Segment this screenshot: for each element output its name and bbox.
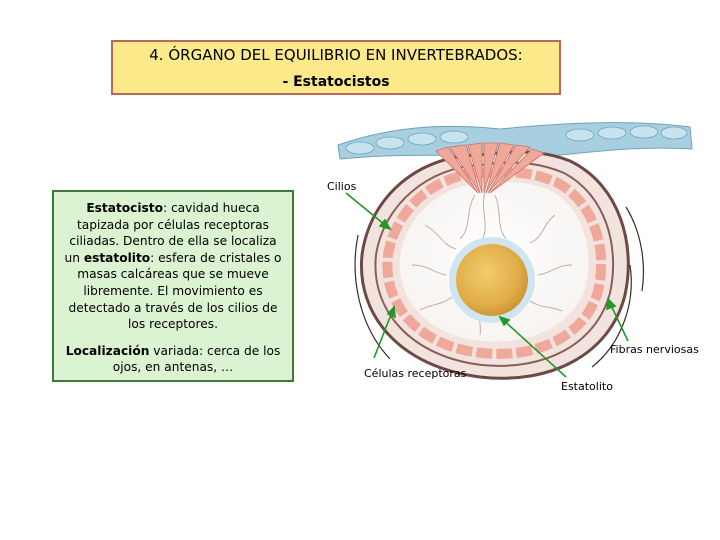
slide-title: 4. ÓRGANO DEL EQUILIBRIO EN INVERTEBRADO… [113, 46, 559, 64]
term-estatocisto: Estatocisto [86, 201, 163, 215]
label-estatolito: Estatolito [561, 380, 613, 393]
label-celulas-receptoras: Células receptoras [364, 367, 466, 380]
definition-paragraph: Estatocisto: cavidad hueca tapizada por … [60, 200, 286, 333]
term-localizacion: Localización [66, 344, 150, 358]
slide-subtitle: - Estatocistos [113, 74, 559, 90]
label-fibras-nerviosas: Fibras nerviosas [610, 343, 699, 356]
title-box: 4. ÓRGANO DEL EQUILIBRIO EN INVERTEBRADO… [111, 40, 561, 95]
description-box: Estatocisto: cavidad hueca tapizada por … [52, 190, 294, 382]
term-estatolito: estatolito [84, 251, 150, 265]
location-paragraph: Localización variada: cerca de los ojos,… [60, 343, 286, 376]
label-cilios: Cilios [327, 180, 356, 193]
statocyst-illustration [330, 115, 710, 405]
